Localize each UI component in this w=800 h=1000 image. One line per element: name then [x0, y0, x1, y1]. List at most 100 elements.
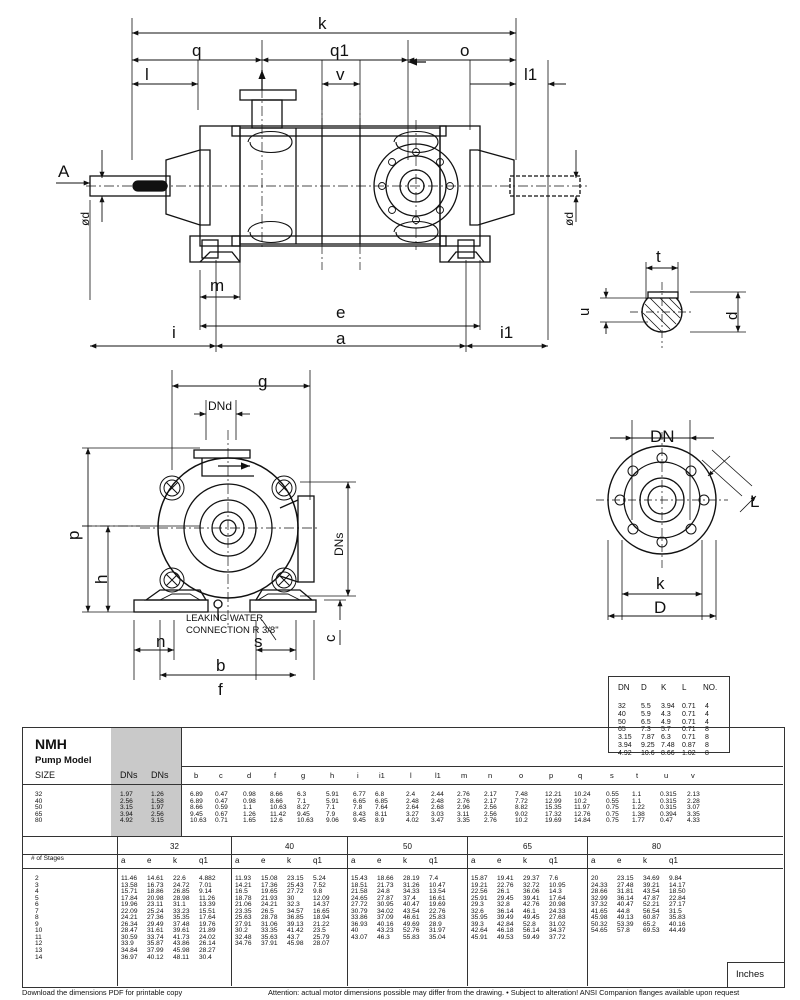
dim-header-l: l	[410, 771, 412, 780]
dn-column-bg	[111, 728, 182, 836]
dim-label-v: v	[336, 65, 345, 84]
group-sub-40-a: a	[235, 856, 240, 865]
dim-label-k: k	[318, 14, 327, 33]
group-divider	[347, 836, 348, 986]
flange-col-3: 0.71 0.71 0.71 0.71 0.71 0.87 1.02	[682, 703, 696, 757]
group-col-80-e: 23.15 27.48 31.81 36.14 40.47 44.8 49.13…	[617, 875, 634, 935]
group-header-80: 80	[652, 842, 661, 851]
dim-label-q1: q1	[330, 41, 349, 60]
dim-col-p: 12.21 12.99 15.35 17.32 19.69	[545, 791, 562, 825]
side-view	[82, 370, 356, 680]
footer-download-link[interactable]: Download the dimensions PDF for printabl…	[22, 988, 183, 997]
group-col-80-k: 34.69 39.21 43.54 47.87 52.21 56.54 60.8…	[643, 875, 660, 935]
group-sub-50-e: e	[377, 856, 382, 865]
group-col-50-q1: 7.4 10.47 13.54 16.61 19.69 22.76 25.83 …	[429, 875, 446, 941]
dim-label-a: a	[336, 329, 346, 348]
group-divider	[117, 836, 118, 986]
group-col-50-k: 28.19 31.26 34.33 37.4 40.47 43.54 46.61…	[403, 875, 420, 941]
stages-label: # of Stages	[31, 855, 64, 862]
group-col-65-a: 15.87 19.21 22.56 25.91 29.3 32.6 35.95 …	[471, 875, 488, 941]
dim-header-b: b	[194, 771, 199, 780]
dim-label-f: f	[218, 680, 223, 699]
flange-col-4: 4 4 4 8 8 8 8	[705, 703, 709, 757]
dim-header-u: u	[664, 771, 669, 780]
group-col-65-k: 29.37 32.72 36.06 39.41 42.76 46.1 49.45…	[523, 875, 540, 941]
dim-label-A: A	[58, 162, 70, 181]
group-divider	[231, 836, 232, 986]
flange-header-k: K	[661, 683, 667, 692]
stages-column: 2 3 4 5 6 7 8 9 10 11 12 13 14	[35, 875, 43, 961]
dim-header-p: p	[549, 771, 554, 780]
dim-header-g: g	[301, 771, 306, 780]
dim-label-d-right: ød	[562, 211, 576, 226]
group-sub-80-a: a	[591, 856, 596, 865]
dim-label-L: L	[750, 492, 760, 511]
group-sub-32-a: a	[121, 856, 126, 865]
dim-header-i: i	[357, 771, 359, 780]
group-col-80-q1: 9.84 14.17 18.50 22.84 27.17 31.5 35.83 …	[669, 875, 686, 935]
group-sub-65-e: e	[497, 856, 502, 865]
dim-label-i: i	[172, 323, 176, 342]
size-label: SIZE	[35, 770, 56, 780]
dim-header-i1: i1	[379, 771, 385, 780]
dim-col-u: 0.315 0.315 0.315 0.394 0.47	[660, 791, 677, 825]
dim-label-g: g	[258, 372, 268, 391]
dim-col-c: 0.47 0.47 0.59 0.67 0.71	[215, 791, 228, 825]
dim-header-v: v	[691, 771, 695, 780]
group-sub-40-e: e	[261, 856, 266, 865]
dim-label-b: b	[216, 656, 226, 675]
flange-col-0: 32 40 50 65 3.15 3.94 4.92	[618, 703, 632, 757]
flange-header-l: L	[682, 683, 687, 692]
dim-header-m: m	[461, 771, 468, 780]
group-sub-32-e: e	[147, 856, 152, 865]
dim-header-f: f	[274, 771, 277, 780]
footer-attention: Attention: actual motor dimensions possi…	[268, 988, 740, 997]
dim-col-b: 6.89 6.89 8.66 9.45 10.63	[190, 791, 207, 825]
group-col-40-a: 11.93 14.21 16.5 18.78 21.06 23.35 25.63…	[235, 875, 252, 948]
dim-label-DNd: DNd	[208, 399, 233, 413]
dn-col-2: 1.26 1.58 1.97 2.56 3.15	[151, 791, 164, 825]
dim-col-q: 10.24 10.2 11.97 12.76 14.84	[574, 791, 591, 825]
dim-header-t: t	[636, 771, 639, 780]
dim-header-d: d	[247, 771, 252, 780]
group-col-32-e: 14.61 16.73 18.86 20.98 23.11 25.24 27.3…	[147, 875, 164, 961]
group-col-80-a: 20 24.33 28.66 32.99 37.32 41.65 45.98 5…	[591, 875, 608, 935]
group-col-65-e: 19.41 22.76 26.1 29.45 32.8 36.14 39.49 …	[497, 875, 514, 941]
shaft-section	[600, 262, 746, 348]
dim-col-d: 0.98 0.98 1.1 1.26 1.65	[243, 791, 256, 825]
group-col-50-a: 15.43 18.51 21.58 24.65 27.72 30.79 33.8…	[351, 875, 368, 941]
group-header-32: 32	[170, 842, 179, 851]
dim-label-i1: i1	[500, 323, 514, 342]
flange-header-d: D	[641, 683, 647, 692]
dn-col-1: 1.97 2.56 3.15 3.94 4.92	[120, 791, 133, 825]
group-header-40: 40	[285, 842, 294, 851]
group-sub-50-k: k	[403, 856, 407, 865]
group-sub-40-k: k	[287, 856, 291, 865]
dim-header-h: h	[330, 771, 335, 780]
connection-note: CONNECTION R 3/8"	[186, 625, 279, 636]
dim-col-l1: 2.44 2.48 2.68 3.03 3.47	[431, 791, 444, 825]
flange-header-dn: DN	[618, 683, 630, 692]
group-sub-32-q1: q1	[199, 856, 208, 865]
dim-col-i: 6.77 6.65 7.8 8.43 9.45	[353, 791, 366, 825]
dim-col-f: 8.66 8.66 10.63 11.42 12.6	[270, 791, 287, 825]
dim-col-n: 2.17 2.17 2.56 2.56 2.76	[484, 791, 497, 825]
dim-label-p: p	[64, 530, 83, 540]
dim-label-u: u	[576, 307, 593, 316]
dim-header-n: n	[488, 771, 493, 780]
dim-label-n: n	[156, 632, 166, 651]
flange-view	[596, 420, 757, 620]
group-sub-50-q1: q1	[429, 856, 438, 865]
group-sub-65-a: a	[471, 856, 476, 865]
group-sub-80-e: e	[617, 856, 622, 865]
dim-label-o: o	[460, 41, 470, 60]
dim-label-h: h	[92, 574, 111, 584]
dim-col-o: 7.48 7.72 8.82 9.02 10.2	[515, 791, 528, 825]
group-col-32-k: 22.6 24.72 26.85 28.98 31.1 33.23 35.35 …	[173, 875, 190, 961]
units-cell	[727, 962, 784, 987]
group-col-32-q1: 4.882 7.01 9.14 11.26 13.39 15.51 17.64 …	[199, 875, 216, 961]
dim-label-DNs: DNs	[332, 532, 346, 556]
dim-label-q: q	[192, 41, 202, 60]
dim-label-DN: DN	[650, 427, 675, 446]
